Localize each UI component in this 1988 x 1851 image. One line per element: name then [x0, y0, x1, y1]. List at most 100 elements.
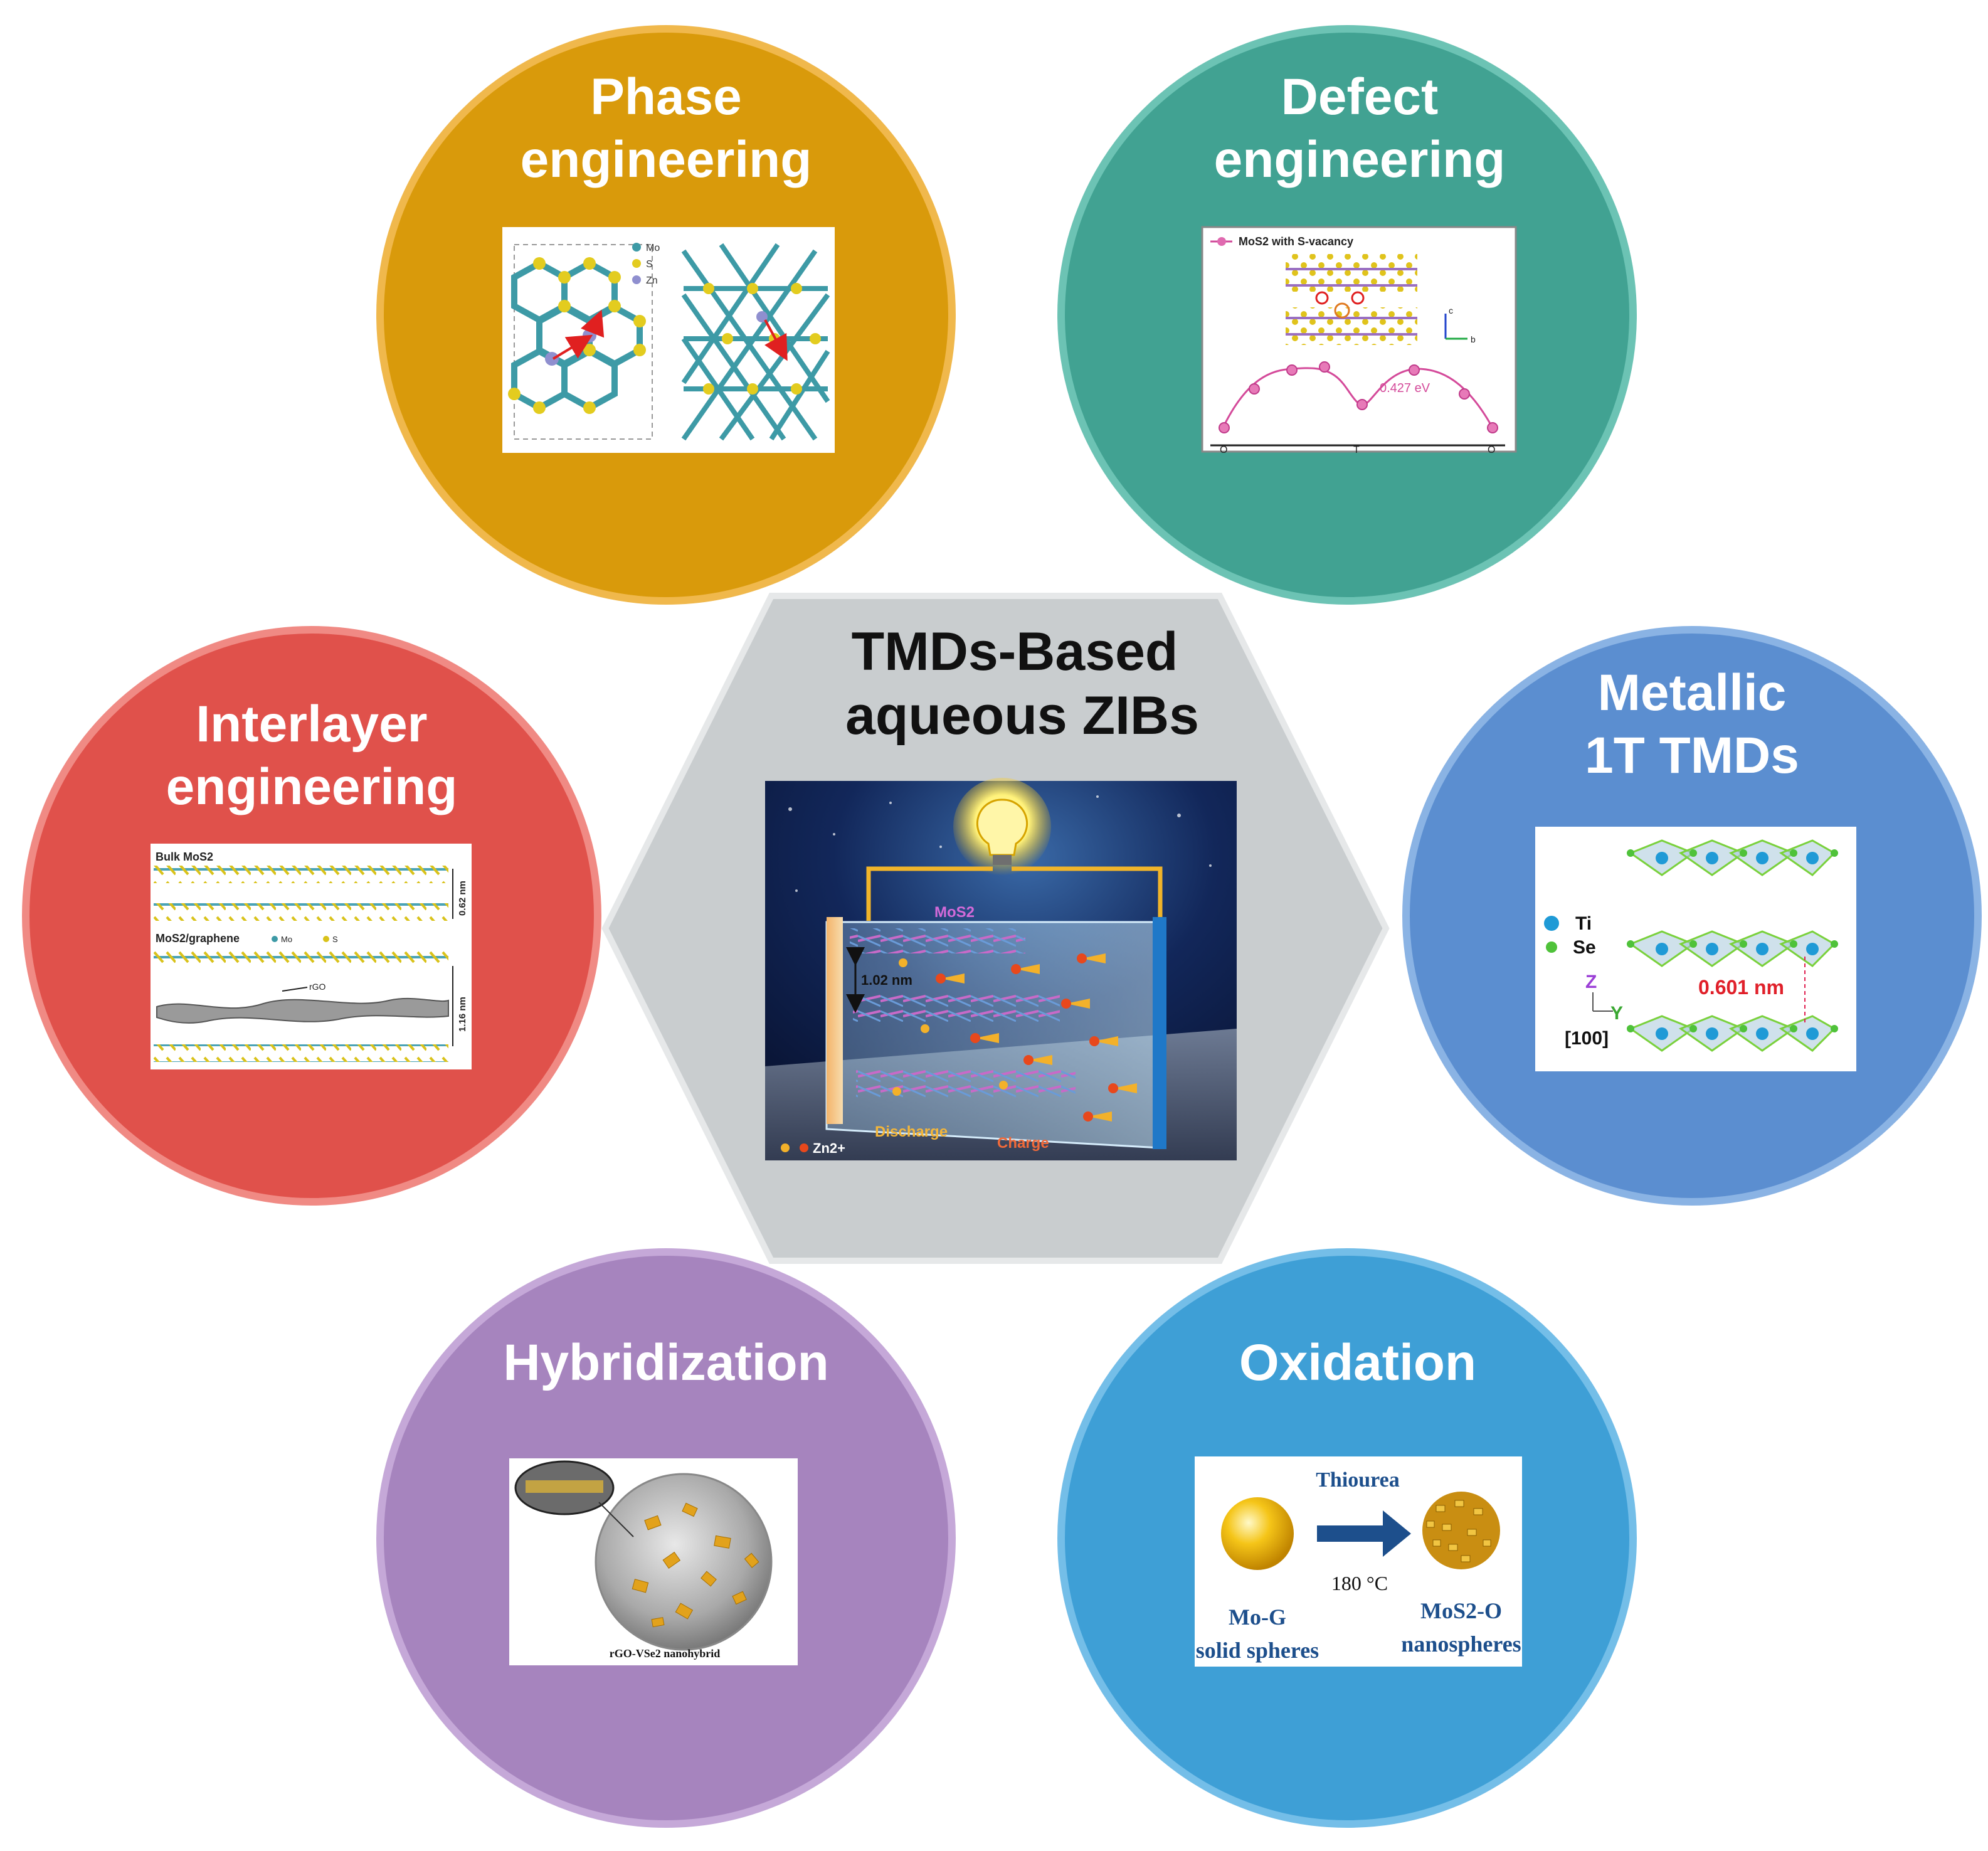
vacancy-marker-1: [1315, 291, 1329, 305]
cathode-plate: [1153, 917, 1166, 1149]
legend-se-label: Se: [1573, 937, 1596, 958]
discharge-label: Discharge: [875, 1123, 948, 1140]
mos2-layer-3: [856, 1069, 1076, 1100]
node-metallic-1t: Metallic 1T TMDs: [1402, 626, 1982, 1206]
legend-ti-dot: [1544, 916, 1559, 931]
metallic-structure-image: Ti Se Z Y [100] 0.601 nm: [1535, 827, 1856, 1071]
se-atoms: [1627, 849, 1838, 1032]
spacing-label: 1.02 nm: [861, 972, 912, 988]
node-interlayer-engineering: Interlayer engineering Bulk MoS2 0.62 nm…: [22, 626, 601, 1206]
reaction-arrow: [1317, 1510, 1411, 1557]
legend-ti-label: Ti: [1575, 913, 1592, 934]
graphene-sheet: [156, 997, 449, 1024]
composite-spacing-label: 1.16 nm: [457, 997, 468, 1032]
nanohybrid-sphere: [595, 1473, 773, 1651]
metallic-title-line2: 1T TMDs: [1585, 727, 1799, 784]
interlayer-title-line1: Interlayer: [196, 696, 427, 753]
nanosphere: [1422, 1492, 1500, 1569]
tick-o-right: O: [1488, 445, 1495, 455]
composite-layer-2: [154, 1044, 448, 1062]
unit-cell-outline: [514, 244, 653, 440]
defect-legend-label: MoS2 with S-vacancy: [1239, 235, 1353, 248]
center-title-line1: TMDs-Based: [852, 622, 1178, 682]
defect-title-line1: Defect: [1281, 68, 1439, 125]
rgo-label: rGO: [309, 982, 326, 992]
defect-lower-layer: [1286, 307, 1417, 345]
phase-title-line2: engineering: [521, 131, 812, 188]
stars: [788, 795, 1212, 892]
phase-title-line1: Phase: [590, 68, 742, 125]
start-label-line2: solid spheres: [1196, 1638, 1319, 1663]
direction-label: [100]: [1565, 1028, 1609, 1049]
phase-structure-image: Mo S Zn: [502, 227, 835, 453]
ion-legend-label: Zn2+: [813, 1140, 845, 1156]
hybridization-title: Hybridization: [503, 1334, 828, 1391]
ion-legend-yellow: [781, 1143, 790, 1152]
zn-atom-2: [545, 352, 559, 366]
center-hexagon: TMDs-Based aqueous ZIBs Mo: [601, 593, 1390, 1264]
mos2-layer-1: [850, 928, 1025, 953]
legend-zn-label: Zn: [646, 275, 658, 286]
circuit-wire: [866, 866, 1163, 922]
bulk-spacing-label: 0.62 nm: [457, 881, 468, 916]
bulk-layer-2: [154, 903, 448, 921]
legend-mo-dot: [632, 243, 641, 252]
axis-z-label: Z: [1585, 972, 1597, 992]
defect-upper-layer: [1286, 254, 1417, 292]
zinc-ions: [892, 953, 1137, 1122]
svg-text:c: c: [1449, 305, 1453, 316]
vacancy-marker-2: [1351, 291, 1365, 305]
oxidation-title: Oxidation: [1239, 1334, 1476, 1391]
end-label-line2: nanospheres: [1401, 1631, 1521, 1657]
svg-text:b: b: [1471, 334, 1476, 344]
metallic-title-line1: Metallic: [1598, 664, 1787, 721]
interlayer-structure-image: Bulk MoS2 0.62 nm MoS2/graphene Mo S rGO…: [151, 844, 472, 1069]
svg-text:Mo: Mo: [281, 935, 292, 944]
oxidation-image: Thiourea 180 °C Mo-G solid spheres MoS2-…: [1195, 1456, 1522, 1667]
interlayer-title-line2: engineering: [166, 758, 458, 815]
node-phase-engineering: Phase engineering: [376, 25, 956, 605]
svg-text:S: S: [332, 935, 338, 944]
composite-label: MoS2/graphene: [156, 932, 240, 945]
temperature-label: 180 °C: [1331, 1572, 1388, 1594]
mos2-layer-2: [853, 994, 1060, 1022]
end-label-line1: MoS2-O: [1420, 1598, 1502, 1623]
hybrid-caption: rGO-VSe2 nanohybrid: [610, 1647, 721, 1660]
ion-legend-red: [800, 1143, 808, 1152]
energy-barrier-label: 0.427 eV: [1380, 381, 1430, 395]
octahedral-sulfur: [703, 283, 821, 395]
node-oxidation: Oxidation Thiourea 180 °C Mo-G solid sph…: [1057, 1248, 1637, 1828]
legend-s-label: S: [646, 259, 653, 270]
legend-se-dot: [1546, 941, 1557, 953]
vacancy-marker-3: [1334, 302, 1350, 319]
center-title-line2: aqueous ZIBs: [845, 686, 1199, 746]
bulk-label: Bulk MoS2: [156, 851, 213, 863]
tick-t: T: [1353, 445, 1360, 455]
ti-atoms: [1656, 852, 1819, 1040]
bulk-layer-1: [154, 866, 448, 883]
legend-s-dot: [632, 259, 641, 268]
reagent-label: Thiourea: [1316, 1468, 1400, 1492]
octahedral-lattice: [681, 243, 830, 441]
tick-o-left: O: [1220, 445, 1227, 455]
hybridization-image: rGO-VSe2 nanohybrid: [509, 1458, 798, 1665]
legend-mo-label: Mo: [646, 243, 660, 253]
defect-energy-image: MoS2 with S-vacancy c b 0.427 eV O T O: [1201, 226, 1517, 455]
axis-y-label: Y: [1610, 1003, 1623, 1024]
defect-title-line2: engineering: [1214, 131, 1506, 188]
battery-illustration: MoS2 1.02 nm Discharge Charge Zn2+: [765, 778, 1237, 1160]
composite-layer-1: [154, 947, 448, 965]
spacing-value: 0.601 nm: [1698, 976, 1784, 999]
charge-label: Charge: [997, 1135, 1049, 1152]
energy-points: [1219, 361, 1498, 433]
legend-zn-dot: [632, 275, 641, 284]
vse2-flakes: [632, 1502, 759, 1628]
mos2-label: MoS2: [934, 904, 975, 921]
migration-arrow: [552, 334, 593, 360]
solid-sphere: [1221, 1497, 1294, 1570]
zinc-anode: [827, 917, 843, 1124]
node-defect-engineering: Defect engineering MoS2 with S-vacancy c…: [1057, 25, 1637, 605]
energy-profile-curve: [1222, 367, 1494, 428]
node-hybridization: Hybridization rGO-VSe2 nanohybrid: [376, 1248, 956, 1828]
